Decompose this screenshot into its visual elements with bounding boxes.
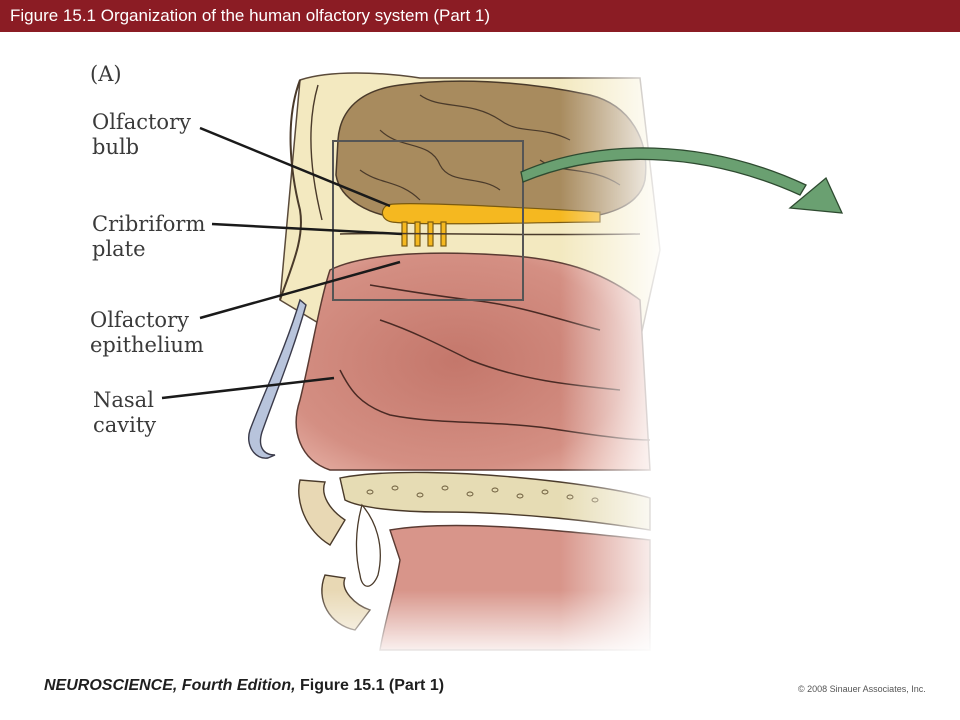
fade-right: [560, 70, 670, 670]
green-arrow-shaft: [520, 147, 807, 196]
incisor-teeth: [355, 503, 381, 587]
fade-bottom: [280, 590, 680, 660]
label-olfactory-epithelium: Olfactory epithelium: [90, 308, 204, 357]
upper-lip: [298, 479, 346, 546]
leader-cribriform-plate: [211, 222, 403, 236]
zoom-box: [332, 140, 524, 301]
nasal-cartilage: [248, 298, 307, 459]
leader-olfactory-epithelium: [199, 260, 401, 320]
label-olfactory-bulb: Olfactory bulb: [92, 110, 191, 159]
label-cribriform-plate: Cribriform plate: [92, 212, 206, 261]
figure-title-bar: Figure 15.1 Organization of the human ol…: [0, 0, 960, 32]
footer-copyright: © 2008 Sinauer Associates, Inc.: [798, 684, 926, 694]
leader-olfactory-bulb: [199, 126, 391, 208]
brain-sulcus-2: [419, 94, 571, 141]
figure-title: Figure 15.1 Organization of the human ol…: [10, 6, 491, 25]
brain-sulcus-3: [359, 169, 421, 201]
leader-lines: [161, 126, 403, 400]
footer-citation: NEUROSCIENCE, Fourth Edition, Figure 15.…: [44, 677, 444, 695]
footer-citation-title: NEUROSCIENCE, Fourth Edition,: [44, 677, 296, 694]
footer-citation-figure: Figure 15.1 (Part 1): [295, 677, 445, 694]
leader-nasal-cavity: [161, 376, 335, 400]
forehead-contour: [279, 79, 302, 301]
olfactory-bulb-shape: [381, 203, 601, 225]
panel-label: (A): [90, 62, 122, 86]
label-nasal-cavity: Nasal cavity: [93, 388, 157, 437]
green-arrow-head: [788, 176, 844, 214]
frontal-sinus-contour: [310, 84, 323, 221]
